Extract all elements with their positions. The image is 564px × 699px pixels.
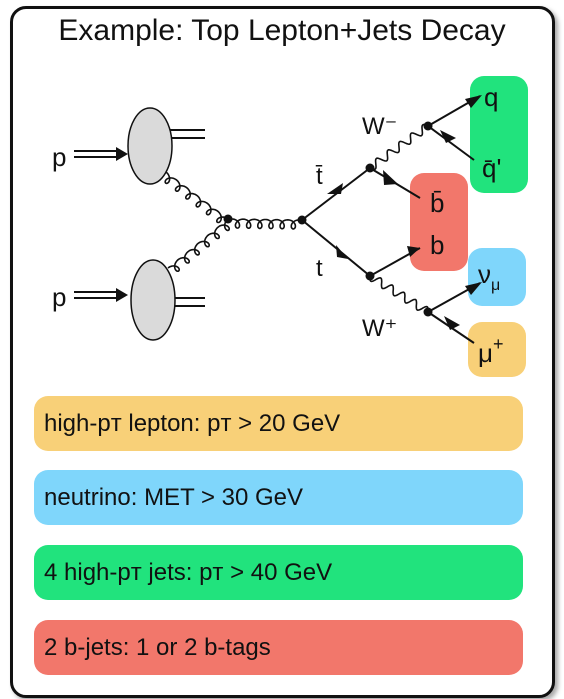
quark-label: q	[484, 82, 498, 112]
muon-box	[468, 322, 526, 377]
bjets-criterion: 2 b-jets: 1 or 2 b-tags	[34, 620, 523, 675]
proton-label-bottom: p	[52, 282, 66, 312]
gluon-top	[164, 171, 229, 224]
proton-beam-top	[74, 147, 128, 161]
muon-label: μ+	[478, 334, 504, 368]
antibottom-arrow	[383, 170, 398, 185]
neutrino-box	[468, 248, 526, 306]
proton-blob-bottom	[130, 259, 176, 341]
w-minus-boson	[369, 123, 429, 171]
lepton-criterion: high-pт lepton: pт > 20 GeV	[34, 396, 523, 451]
light-quark-box	[470, 76, 528, 193]
bottom-label: b	[430, 230, 444, 260]
neutrino-label: νμ	[478, 259, 500, 294]
bottom-quark-box	[410, 173, 468, 271]
top-arrow	[336, 245, 348, 259]
gluon-schannel	[231, 218, 299, 230]
diagram-title: Example: Top Lepton+Jets Decay	[58, 14, 506, 47]
top-label: t	[316, 255, 323, 282]
muon-arrow	[444, 316, 460, 330]
proton-label-top: p	[52, 142, 66, 172]
proton-blob-top	[127, 107, 173, 185]
antiquark-arrow	[440, 130, 456, 143]
w-plus-boson	[369, 275, 429, 313]
antiquark-label: q̄'	[482, 153, 501, 183]
bottom-arrow	[407, 246, 420, 257]
vertices	[223, 121, 433, 317]
antitop-arrow	[327, 183, 343, 194]
w-minus-label: W⁻	[362, 113, 397, 140]
antitop-label: t̄	[315, 163, 323, 190]
proton-remnants-top	[168, 129, 205, 139]
antibottom-label: b̄	[430, 188, 444, 218]
gluon-bottom	[167, 218, 230, 272]
quark-arrow	[465, 95, 482, 108]
top-line	[301, 219, 371, 277]
jets-criterion: 4 high-pт jets: pт > 40 GeV	[34, 545, 523, 600]
antiquark-line	[427, 125, 475, 161]
neutrino-criterion: neutrino: MET > 30 GeV	[34, 470, 523, 525]
w-plus-label: W⁺	[362, 315, 397, 342]
proton-beam-bottom	[74, 288, 128, 302]
neutrino-arrow	[465, 282, 482, 295]
